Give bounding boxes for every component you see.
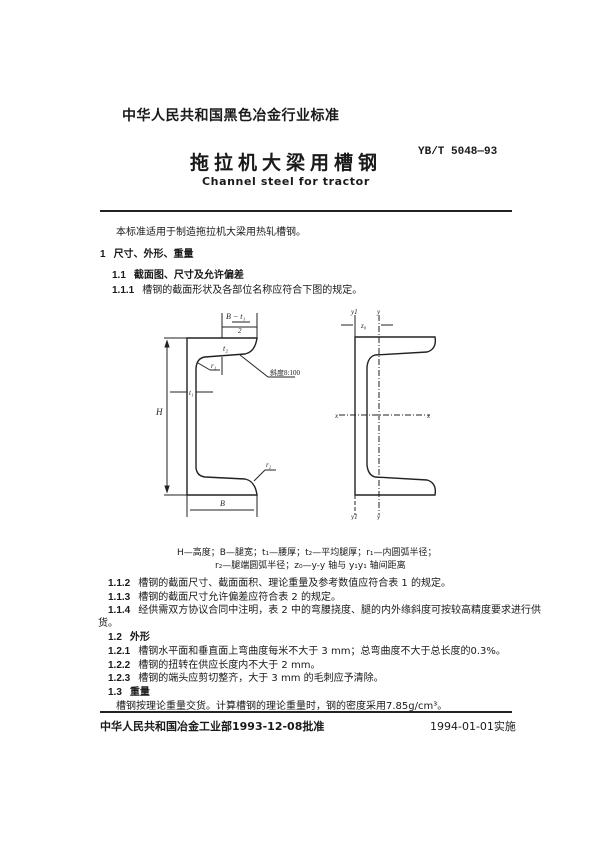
english-title: Channel steel for tractor (202, 175, 370, 188)
clause-1-1-4-continuation: 货。 (98, 618, 118, 629)
clause-number: 1.1.1 (112, 285, 135, 296)
label-t1: t₁ (189, 389, 193, 397)
approval-line: 中华人民共和国冶金工业部1993-12-08批准 (100, 720, 325, 733)
label-y-bottom: y (376, 513, 381, 520)
clause-1-2-1: 1.2.1 槽钢水平面和垂直面上弯曲度每米不大于 3 mm；总弯曲度不大于总长度的… (108, 642, 506, 657)
clause-1-3-text: 槽钢按理论重量交货。计算槽钢的理论重量时，钢的密度采用7.85g/cm³。 (116, 701, 448, 712)
clause-number: 1.2.2 (108, 660, 131, 671)
clause-number: 1.2.3 (108, 673, 131, 684)
header-divider (100, 210, 512, 212)
label-y1-bottom: y1 (350, 513, 358, 520)
label-B: B (220, 499, 225, 508)
clause-1-1-1: 1.1.1 槽钢的截面形状及各部位名称应符合下图的规定。 (112, 281, 362, 296)
section-1-3-heading: 1.3 重量 (108, 683, 150, 698)
clause-1-1-3: 1.1.3 槽钢的截面尺寸允许偏差应符合表 2 的规定。 (108, 588, 341, 603)
section-title: 重量 (129, 687, 150, 698)
label-r2: r₂ (266, 461, 272, 469)
intro-paragraph: 本标准适用于制造拖拉机大梁用热轧槽钢。 (116, 227, 306, 238)
clause-number: 1.2.1 (108, 646, 131, 657)
label-y-top: y (376, 308, 381, 316)
clause-number: 1.1.3 (108, 592, 131, 603)
effective-date: 1994-01-01实施 (430, 720, 516, 733)
clause-text: 槽钢的扭转在供应长度内不大于 2 mm。 (138, 660, 321, 671)
standard-number: YB/T 5048—93 (418, 146, 498, 158)
label-y1-top: y1 (350, 308, 358, 316)
clause-text: 槽钢的截面尺寸允许偏差应符合表 2 的规定。 (138, 592, 341, 603)
channel-section-dimension-diagram: B − t₁ 2 t₂ r₁ 斜度8:100 t₁ H B r₂ (155, 312, 300, 517)
clause-text: 槽钢水平面和垂直面上弯曲度每米不大于 3 mm；总弯曲度不大于总长度的0.3%。 (138, 646, 506, 657)
section-number: 1.1 (112, 270, 126, 281)
clause-text: 经供需双方协议合同中注明，表 2 中的弯腰挠度、腿的内外缘斜度可按较高精度要求进… (138, 605, 541, 616)
section-1-2-heading: 1.2 外形 (108, 628, 150, 643)
label-half-width: B − t₁ (226, 312, 246, 321)
document-title: 拖拉机大梁用槽钢 (190, 152, 383, 174)
clause-text: 槽钢的截面尺寸、截面面积、理论重量及参考数值应符合表 1 的规定。 (138, 578, 451, 589)
clause-1-1-4: 1.1.4 经供需双方协议合同中注明，表 2 中的弯腰挠度、腿的内外缘斜度可按较高… (108, 601, 541, 616)
label-r1: r₁ (211, 362, 216, 370)
clause-1-2-2: 1.2.2 槽钢的扭转在供应长度内不大于 2 mm。 (108, 656, 320, 671)
label-x-right: x (426, 412, 431, 420)
section-1-1-heading: 1.1 截面图、尺寸及允许偏差 (112, 266, 244, 281)
footer-divider (100, 711, 512, 713)
label-H: H (155, 407, 163, 417)
section-title: 尺寸、外形、重量 (113, 249, 194, 260)
label-x-left: x (335, 412, 339, 420)
section-number: 1.3 (108, 687, 122, 698)
clause-text: 槽钢的截面形状及各部位名称应符合下图的规定。 (142, 285, 363, 296)
label-t2: t₂ (223, 344, 228, 353)
label-z0: z₀ (360, 322, 367, 330)
clause-1-1-2: 1.1.2 槽钢的截面尺寸、截面面积、理论重量及参考数值应符合表 1 的规定。 (108, 574, 451, 589)
figure-caption-line-2: r₂—腿端圆弧半径；z₀—y-y 轴与 y₁y₁ 轴间距离 (215, 561, 406, 571)
section-title: 截面图、尺寸及允许偏差 (133, 270, 244, 281)
section-title: 外形 (129, 632, 150, 643)
clause-number: 1.1.2 (108, 578, 131, 589)
section-number: 1 (100, 249, 106, 260)
section-number: 1.2 (108, 632, 122, 643)
clause-text: 槽钢的端头应剪切整齐，大于 3 mm 的毛刺应予清除。 (138, 673, 384, 684)
label-half-den: 2 (238, 327, 242, 335)
clause-number: 1.1.4 (108, 605, 131, 616)
section-1-heading: 1 尺寸、外形、重量 (100, 245, 194, 260)
clause-1-2-3: 1.2.3 槽钢的端头应剪切整齐，大于 3 mm 的毛刺应予清除。 (108, 669, 384, 684)
figure-caption-line-1: H—高度；B—腿宽；t₁—腰厚；t₂—平均腿厚；r₁—内圆弧半径； (177, 548, 437, 558)
issuing-organization: 中华人民共和国黑色冶金行业标准 (122, 108, 340, 124)
label-slope: 斜度8:100 (270, 368, 300, 377)
channel-section-axes-diagram: y1 y z₀ x x y1 y (335, 308, 437, 520)
